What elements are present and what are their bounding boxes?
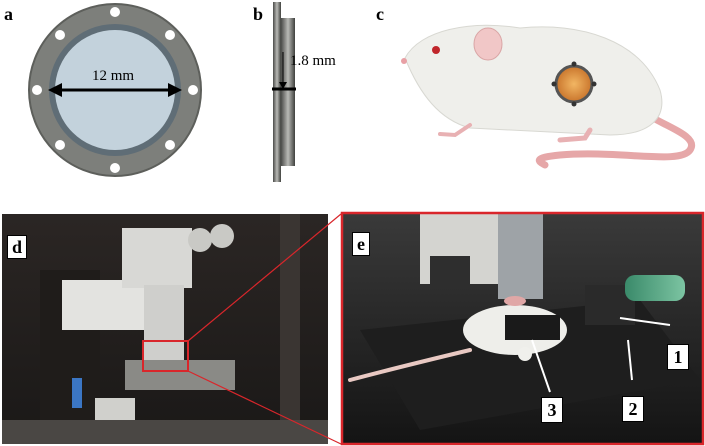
implant-screw <box>551 81 557 87</box>
side-glass <box>281 18 295 166</box>
mouse-eye <box>432 46 440 54</box>
thickness-arrowhead <box>279 82 287 89</box>
screw-hole <box>110 7 120 17</box>
mouse-nose <box>401 58 407 64</box>
screw-hole <box>55 30 65 40</box>
closeup-mouse-ear <box>504 296 526 306</box>
mouse-ear <box>473 27 503 61</box>
optical-table <box>2 420 328 444</box>
panel-label-a: a <box>4 4 13 24</box>
closeup-frame <box>340 211 705 446</box>
mouse-front-paw <box>438 123 472 138</box>
callout-label-3: 3 <box>541 397 563 423</box>
implant-screw <box>571 101 577 107</box>
arrowhead-left <box>48 83 62 97</box>
panel-label-e: e <box>352 232 370 256</box>
cranial-window-side-view <box>272 2 296 182</box>
callout-label-1: 1 <box>667 344 689 370</box>
microscope-photo <box>2 214 328 444</box>
closeup-mouse-tail <box>348 348 472 382</box>
callout-label-2: 2 <box>622 396 644 422</box>
arrowhead-right <box>168 83 182 97</box>
mouse-tail <box>535 106 695 169</box>
controller <box>95 398 135 423</box>
screw-hole <box>165 30 175 40</box>
fiber-connector <box>625 275 685 301</box>
side-flange <box>273 2 281 182</box>
closeup-photo <box>340 211 705 446</box>
objective-slot <box>430 256 470 286</box>
mouse-illustration <box>401 24 695 169</box>
mouse-hind-paw <box>557 127 593 143</box>
head-fixation-clamp <box>505 315 560 340</box>
zoom-region-box <box>142 340 189 372</box>
screw-hole <box>165 140 175 150</box>
cranial-window-top-view <box>28 3 202 177</box>
panel-label-b: b <box>253 4 264 24</box>
screw-hole <box>32 85 42 95</box>
mouse-body <box>404 24 663 136</box>
screw-hole <box>110 163 120 173</box>
callout-line-1 <box>619 317 671 326</box>
panel-label-d: d <box>7 235 28 259</box>
microscope-head <box>122 228 192 288</box>
callout-line-3 <box>531 339 551 393</box>
panel-label-c: c <box>376 4 384 24</box>
implant-screw <box>571 61 577 67</box>
bottle <box>72 378 82 408</box>
screw-hole <box>188 85 198 95</box>
thickness-label: 1.8 mm <box>290 53 336 69</box>
implant-screw <box>591 81 597 87</box>
callout-line-2 <box>627 339 633 381</box>
eyepiece <box>210 224 234 248</box>
mouse-cranial-implant <box>554 64 594 104</box>
diameter-label: 12 mm <box>92 68 135 84</box>
stage-plate <box>360 300 700 430</box>
rack-post <box>280 214 300 444</box>
camera-unit <box>62 280 152 330</box>
eyepiece <box>188 228 212 252</box>
screw-hole <box>55 140 65 150</box>
objective-lens <box>498 214 543 299</box>
zoom-line-top <box>187 213 342 342</box>
closeup-clamp-knob <box>518 347 532 361</box>
zoom-line-bottom <box>187 370 342 445</box>
